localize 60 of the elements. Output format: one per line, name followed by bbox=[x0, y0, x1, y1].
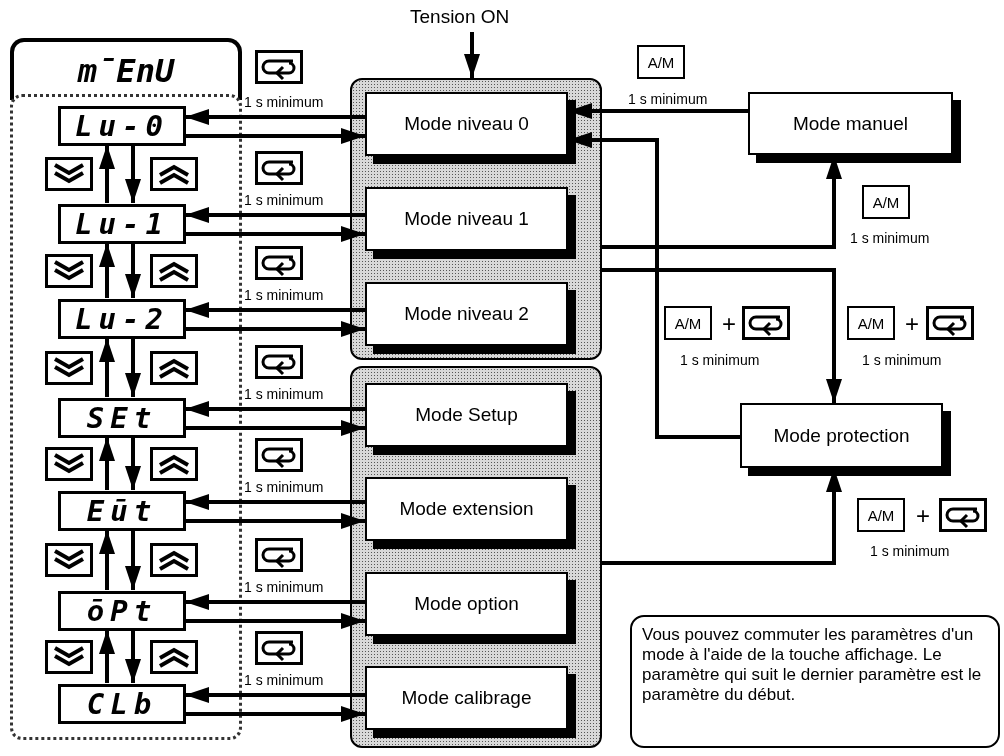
arrow bbox=[185, 594, 365, 610]
key-label: A/M bbox=[862, 185, 910, 219]
arrow bbox=[602, 268, 842, 403]
arrow bbox=[99, 437, 115, 490]
arrow bbox=[185, 128, 365, 144]
edge-label: 1 s minimum bbox=[243, 386, 325, 402]
key-label: A/M bbox=[664, 306, 712, 340]
menu-tab: m̄EnU bbox=[10, 38, 242, 100]
plus-sign: + bbox=[916, 502, 930, 530]
arrow bbox=[125, 338, 141, 397]
edge-label: 1 s minimum bbox=[243, 672, 325, 688]
arrow bbox=[185, 302, 365, 318]
arrow bbox=[185, 706, 365, 722]
arrow bbox=[185, 494, 365, 510]
arrow bbox=[185, 687, 365, 703]
plus-sign: + bbox=[905, 310, 919, 338]
note-box: Vous pouvez commuter les paramètres d'un mode à l'aide de la touche affichage. Le paramètre qui suit le dernier paramètre est le paramètre du début. bbox=[630, 615, 1000, 748]
mode-group-panel bbox=[350, 78, 602, 360]
arrow bbox=[125, 243, 141, 298]
edge-label: 1 s minimum bbox=[243, 479, 325, 495]
arrow bbox=[185, 401, 365, 417]
mode-group-panel bbox=[350, 366, 602, 748]
timing-note: 1 s minimum bbox=[680, 352, 760, 368]
arrow bbox=[125, 630, 141, 683]
arrow bbox=[185, 420, 365, 436]
key-label: A/M bbox=[857, 498, 905, 532]
edge-label: 1 s minimum bbox=[243, 579, 325, 595]
display-box: SEt bbox=[58, 398, 186, 438]
arrow bbox=[99, 630, 115, 683]
display-box: Lu-2 bbox=[58, 299, 186, 339]
arrow bbox=[99, 338, 115, 397]
display-box: Eūt bbox=[58, 491, 186, 531]
display-box: Lu-0 bbox=[58, 106, 186, 146]
display-box: Lu-1 bbox=[58, 204, 186, 244]
arrow bbox=[185, 321, 365, 337]
edge-label: 1 s minimum bbox=[243, 94, 325, 110]
arrow bbox=[185, 226, 365, 242]
arrow bbox=[125, 145, 141, 203]
arrow bbox=[125, 530, 141, 590]
start-label: Tension ON bbox=[410, 6, 510, 32]
display-box: ōPt bbox=[58, 591, 186, 631]
timing-note: 1 s minimum bbox=[862, 352, 942, 368]
edge-label: 1 s minimum bbox=[243, 192, 325, 208]
arrow bbox=[185, 513, 365, 529]
key-label: A/M bbox=[637, 45, 685, 79]
timing-note: 1 s minimum bbox=[870, 543, 950, 559]
display-box: CLb bbox=[58, 684, 186, 724]
arrow bbox=[99, 145, 115, 203]
arrow bbox=[99, 530, 115, 590]
arrow bbox=[125, 437, 141, 490]
timing-note: 1 s minimum bbox=[850, 230, 930, 246]
arrow bbox=[185, 613, 365, 629]
edge-label: 1 s minimum bbox=[627, 91, 709, 107]
key-label: A/M bbox=[847, 306, 895, 340]
arrow bbox=[185, 109, 365, 125]
arrow bbox=[185, 207, 365, 223]
edge-label: 1 s minimum bbox=[243, 287, 325, 303]
arrow bbox=[99, 243, 115, 298]
arrow bbox=[464, 32, 480, 78]
plus-sign: + bbox=[722, 310, 736, 338]
